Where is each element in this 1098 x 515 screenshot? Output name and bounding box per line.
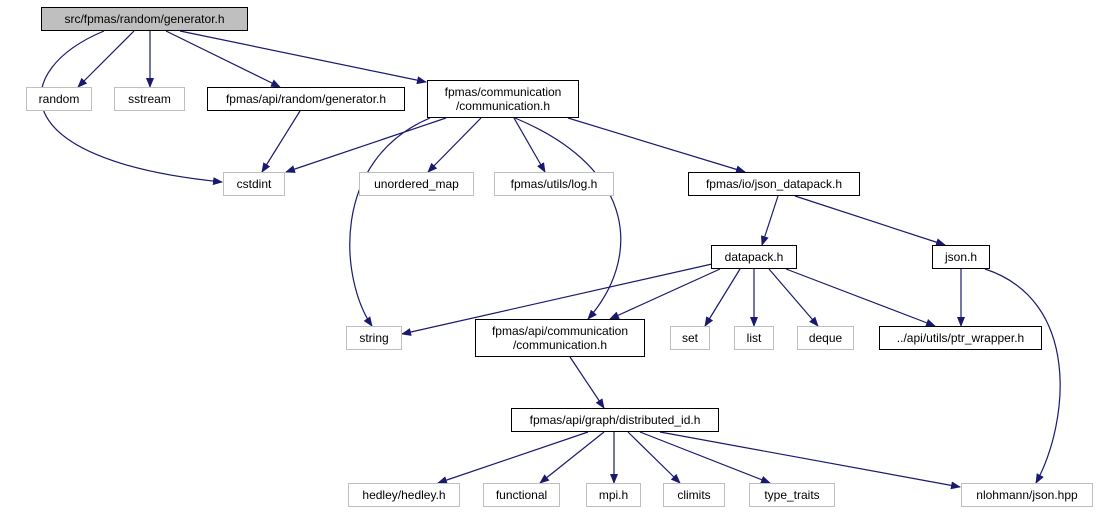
edge-datapack-to-ptr-wrapper: [785, 268, 936, 327]
node-root[interactable]: src/fpmas/random/generator.h: [41, 7, 248, 31]
node-string: string: [346, 326, 402, 350]
node-api-comm[interactable]: fpmas/api/communication/communication.h: [475, 319, 645, 357]
edge-api-comm-to-distributed-id: [569, 356, 605, 409]
node-random: random: [26, 87, 92, 111]
edge-root-to-comm: [179, 30, 427, 85]
node-distributed-id[interactable]: fpmas/api/graph/distributed_id.h: [511, 408, 719, 432]
node-hedley: hedley/hedley.h: [348, 483, 460, 507]
node-json[interactable]: json.h: [932, 245, 990, 269]
node-set: set: [670, 326, 710, 350]
node-log: fpmas/utils/log.h: [494, 172, 614, 196]
node-cstdint: cstdint: [223, 172, 285, 196]
node-unordered-map: unordered_map: [359, 172, 474, 196]
edge-distributed-id-to-type-traits: [639, 431, 771, 484]
node-ptr-wrapper[interactable]: ../api/utils/ptr_wrapper.h: [879, 326, 1042, 350]
edge-datapack-to-deque: [768, 268, 819, 327]
edge-comm-to-cstdint: [285, 117, 447, 173]
edge-distributed-id-to-hedley: [437, 431, 589, 484]
node-nlohmann: nlohmann/json.hpp: [961, 483, 1093, 507]
edge-root-to-random: [77, 30, 135, 88]
edge-json-datapack-to-datapack: [760, 195, 779, 246]
node-functional: functional: [483, 483, 560, 507]
edge-comm-to-string: [349, 117, 431, 327]
node-api-random-gen[interactable]: fpmas/api/random/generator.h: [207, 87, 405, 111]
node-climits: climits: [663, 483, 725, 507]
edge-datapack-to-string: [401, 263, 713, 336]
edge-distributed-id-to-nlohmann: [659, 431, 961, 490]
edge-datapack-to-set: [704, 268, 741, 327]
node-mpi: mpi.h: [586, 483, 641, 507]
edge-distributed-id-to-functional: [539, 431, 605, 484]
edge-comm-to-api-comm: [514, 117, 622, 320]
edge-api-random-gen-to-cstdint: [261, 110, 301, 173]
node-type-traits: type_traits: [749, 483, 835, 507]
node-comm[interactable]: fpmas/communication/communication.h: [427, 80, 579, 118]
edge-comm-to-log: [513, 117, 546, 173]
edge-json-datapack-to-json: [794, 195, 946, 247]
node-datapack[interactable]: datapack.h: [711, 245, 797, 269]
edge-root-to-cstdint: [40, 30, 223, 186]
node-list: list: [734, 326, 774, 350]
edge-json-to-nlohmann: [984, 268, 1061, 484]
node-deque: deque: [797, 326, 854, 350]
edge-root-to-api-random-gen: [165, 30, 281, 88]
edge-distributed-id-to-climits: [627, 431, 681, 484]
edge-comm-to-unordered-map: [427, 117, 482, 173]
node-sstream: sstream: [114, 87, 185, 111]
edge-comm-to-json-datapack: [567, 117, 746, 174]
edge-datapack-to-api-comm: [609, 268, 721, 320]
node-json-datapack[interactable]: fpmas/io/json_datapack.h: [688, 172, 860, 196]
